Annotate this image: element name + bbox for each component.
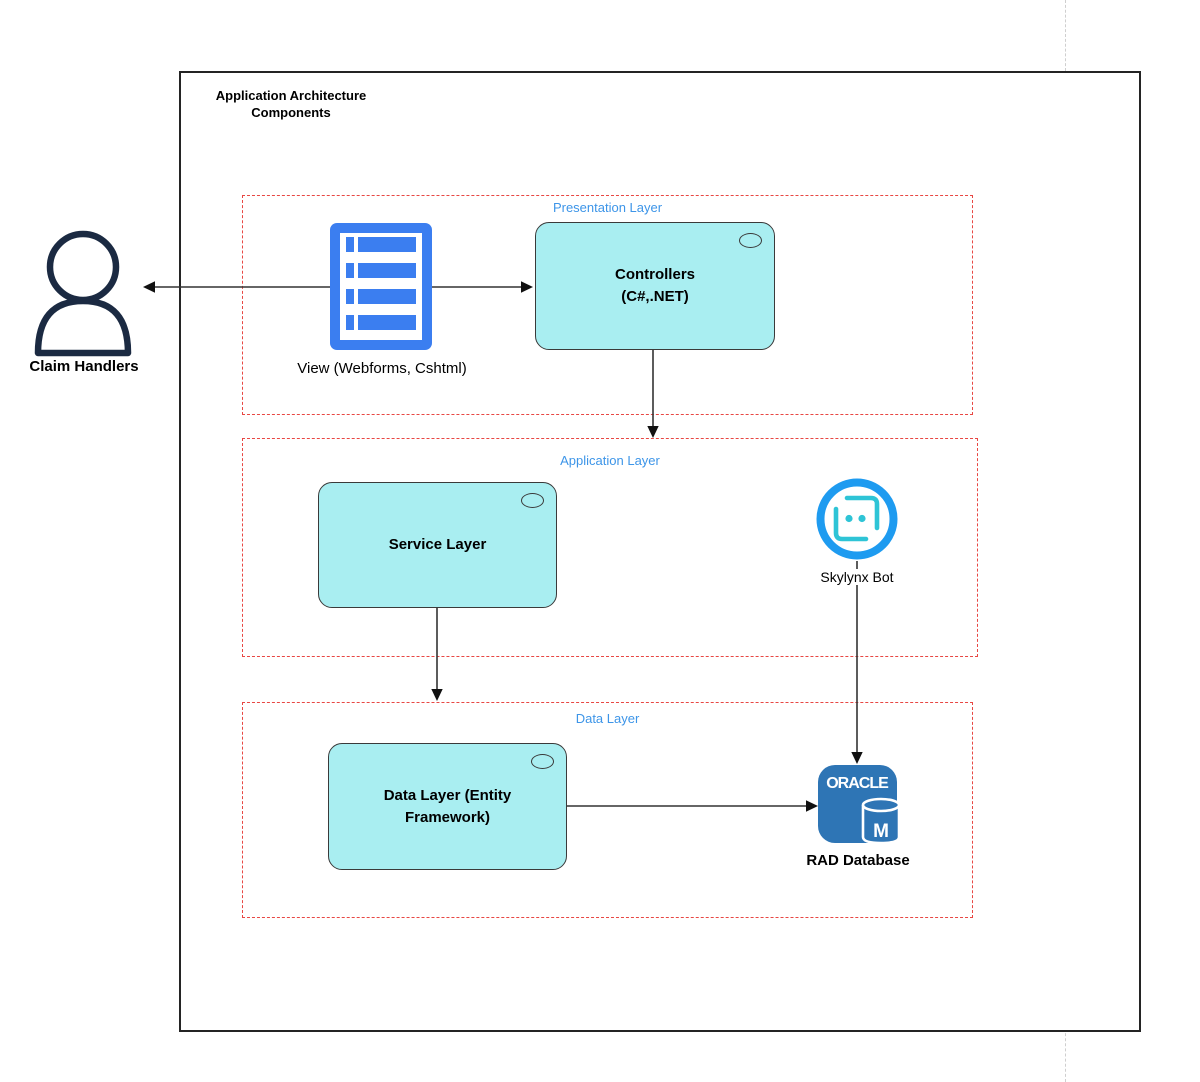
oracle-brand-text: ORACLE xyxy=(826,775,889,792)
node-ellipse-icon xyxy=(531,754,554,769)
page-boundary-dashed-line xyxy=(1065,0,1066,71)
presentation-layer-label: Presentation Layer xyxy=(552,200,663,215)
node-ellipse-icon xyxy=(521,493,544,508)
view-webforms-label: View (Webforms, Cshtml) xyxy=(297,360,467,377)
controllers-node: Controllers (C#,.NET) xyxy=(535,222,775,350)
claim-handlers-label: Claim Handlers xyxy=(29,358,139,375)
node-ellipse-icon xyxy=(739,233,762,248)
presentation-layer-region xyxy=(242,195,973,415)
application-layer-region xyxy=(242,438,978,657)
service-layer-node: Service Layer xyxy=(318,482,557,608)
data-layer-node-label-line1: Data Layer (Entity xyxy=(383,786,512,804)
database-letter: M xyxy=(873,821,889,842)
data-layer-label: Data Layer xyxy=(575,711,640,726)
data-layer-entity-framework-node: Data Layer (Entity Framework) xyxy=(328,743,567,870)
skylynx-bot-icon xyxy=(816,478,898,560)
claim-handlers-actor-icon xyxy=(34,230,132,357)
diagram-title: Application Architecture Components xyxy=(215,88,367,120)
oracle-database-icon: ORACLE M xyxy=(818,765,901,845)
data-layer-region xyxy=(242,702,973,918)
controllers-label-line2: (C#,.NET) xyxy=(621,288,689,305)
page-boundary-dashed-line xyxy=(1065,1028,1066,1082)
rad-database-label: RAD Database xyxy=(806,852,910,869)
service-layer-label: Service Layer xyxy=(388,536,487,553)
view-webforms-icon xyxy=(330,223,432,350)
skylynx-bot-label: Skylynx Bot xyxy=(803,569,911,585)
database-cylinder-icon: M xyxy=(861,797,901,845)
application-layer-label: Application Layer xyxy=(560,453,660,468)
controllers-label-line1: Controllers xyxy=(614,266,695,283)
data-layer-node-label-line2: Framework) xyxy=(404,808,491,826)
